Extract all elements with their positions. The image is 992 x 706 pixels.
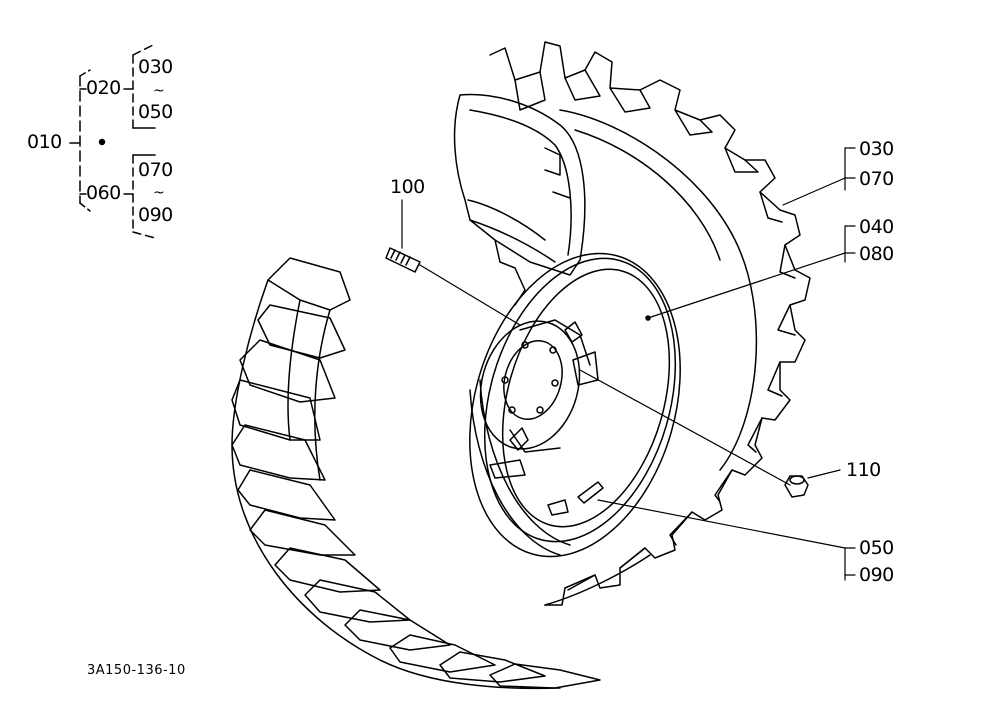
callout-stud: 100 bbox=[390, 176, 425, 198]
legend-branch-a-label: 020 bbox=[86, 77, 121, 99]
callout-tire-1: 030 bbox=[859, 138, 894, 160]
rim bbox=[469, 252, 681, 558]
tire-left-tread bbox=[231, 257, 601, 690]
legend-branch-a-first-label: 030 bbox=[138, 56, 173, 78]
tire-cutaway bbox=[453, 93, 586, 306]
leader-lines bbox=[401, 147, 856, 581]
legend-tree-lines bbox=[69, 43, 156, 239]
legend-range-mark-a: ~ bbox=[153, 83, 165, 99]
figure-id: 3A150-136-10 bbox=[87, 663, 186, 678]
valve bbox=[547, 481, 604, 516]
wheel-stud bbox=[385, 247, 421, 273]
callout-valve-1: 050 bbox=[859, 537, 894, 559]
legend-branch-b-first-label: 070 bbox=[138, 159, 173, 181]
callout-valve-2: 090 bbox=[859, 564, 894, 586]
tire-right-tread bbox=[489, 41, 811, 606]
callout-tire-2: 070 bbox=[859, 168, 894, 190]
legend-branch-b-label: 060 bbox=[86, 182, 121, 204]
rim-center-disc bbox=[479, 319, 599, 479]
legend-branch-a-last-label: 050 bbox=[138, 101, 173, 123]
callout-rim-2: 080 bbox=[859, 243, 894, 265]
legend-range-mark-b: ~ bbox=[153, 185, 165, 201]
wheel-nut bbox=[784, 475, 809, 498]
callout-nut: 110 bbox=[846, 459, 881, 481]
legend-branch-b-last-label: 090 bbox=[138, 204, 173, 226]
legend-root-label: 010 bbox=[27, 131, 62, 153]
callout-rim-1: 040 bbox=[859, 216, 894, 238]
